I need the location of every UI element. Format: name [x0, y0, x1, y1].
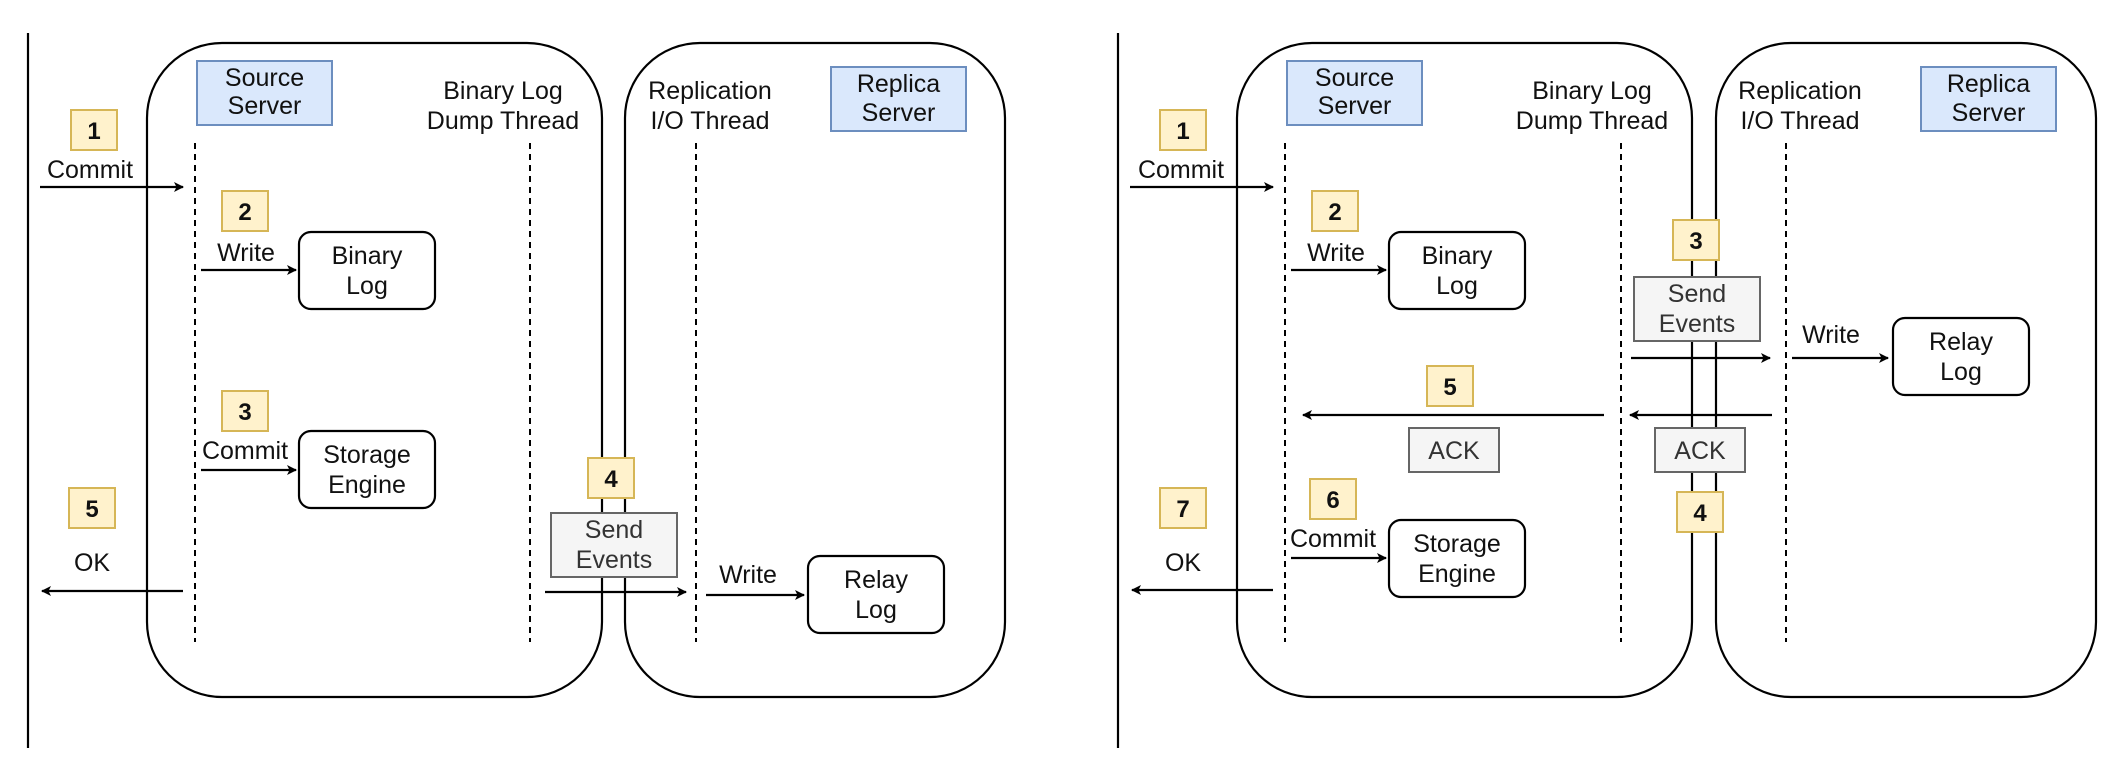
step-5-number: 5 — [1443, 374, 1456, 401]
send-events-label: Events — [1659, 310, 1735, 338]
binary-log-label: Binary — [1422, 242, 1493, 270]
step-4-number: 4 — [1693, 500, 1707, 527]
binary-log-label: Log — [1436, 272, 1478, 300]
replica-ack-label: ACK — [1674, 437, 1726, 465]
binary-log-box — [297, 230, 437, 311]
relay-log-box — [806, 554, 946, 635]
step-2-badge — [221, 190, 269, 232]
step-4-number: 4 — [604, 466, 618, 493]
commit-engine-label: Commit — [202, 437, 288, 465]
dump-thread-label: Binary Log — [1532, 77, 1652, 105]
replica-ack-box — [1654, 427, 1746, 473]
ok-label: OK — [74, 549, 110, 577]
storage-engine-label: Engine — [328, 471, 406, 499]
source-ack-label: ACK — [1428, 437, 1480, 465]
send-events-label: Send — [1668, 280, 1726, 308]
send-events-box — [550, 512, 678, 578]
send-events-box — [1633, 276, 1761, 342]
source-server-panel — [145, 41, 604, 699]
step-6-badge — [1309, 478, 1357, 520]
step-2-number: 2 — [238, 199, 251, 226]
storage-engine-box — [297, 429, 437, 510]
source-server-label: Server — [1318, 92, 1392, 120]
send-events-label: Send — [585, 516, 643, 544]
dump-thread-label: Binary Log — [443, 77, 563, 105]
replica-server-label: Server — [862, 99, 936, 127]
step-2-badge — [1311, 190, 1359, 232]
io-thread-label: Replication — [1738, 77, 1862, 105]
step-5-badge — [1426, 365, 1474, 407]
step-6-number: 6 — [1326, 487, 1339, 514]
replica-server-label-box — [1920, 66, 2057, 132]
step-5-badge — [68, 487, 116, 529]
step-1-badge — [1159, 109, 1207, 151]
step-5-number: 5 — [85, 496, 98, 523]
source-server-label: Source — [225, 64, 304, 92]
step-3-badge — [1672, 219, 1720, 261]
send-events-label: Events — [576, 546, 652, 574]
storage-engine-label: Engine — [1418, 560, 1496, 588]
storage-engine-box — [1387, 518, 1527, 599]
relay-log-box — [1891, 316, 2031, 397]
step-1-number: 1 — [87, 118, 100, 145]
write-label: Write — [1307, 239, 1365, 267]
relay-log-label: Relay — [844, 566, 908, 594]
step-7-number: 7 — [1176, 496, 1189, 523]
storage-engine-label: Storage — [323, 441, 411, 469]
source-server-label: Server — [228, 92, 302, 120]
relay-write-label: Write — [719, 561, 777, 589]
relay-write-label: Write — [1802, 321, 1860, 349]
step-1-number: 1 — [1176, 118, 1189, 145]
dump-thread-label: Dump Thread — [1516, 107, 1668, 135]
replica-server-label: Replica — [857, 70, 940, 98]
relay-log-label: Relay — [1929, 328, 1993, 356]
source-server-label-box — [196, 60, 333, 126]
step-1-badge — [70, 109, 118, 151]
binary-log-label: Log — [346, 272, 388, 300]
io-thread-label: I/O Thread — [650, 107, 769, 135]
write-label: Write — [217, 239, 275, 267]
step-2-number: 2 — [1328, 199, 1341, 226]
step-4-badge — [1676, 491, 1724, 533]
step-4-badge — [587, 457, 635, 499]
step-3-badge — [221, 390, 269, 432]
async-replication-diagram: Source Server Binary Log Dump Thread Rep… — [26, 33, 1007, 748]
dump-thread-label: Dump Thread — [427, 107, 579, 135]
step-7-badge — [1159, 487, 1207, 529]
replica-server-label: Server — [1952, 99, 2026, 127]
commit-engine-label: Commit — [1290, 525, 1376, 553]
source-server-label: Source — [1315, 64, 1394, 92]
io-thread-label: Replication — [648, 77, 772, 105]
ok-label: OK — [1165, 549, 1201, 577]
binary-log-label: Binary — [332, 242, 403, 270]
replica-server-label: Replica — [1947, 70, 2030, 98]
replica-server-label-box — [830, 66, 967, 132]
semisync-replication-diagram: Source Server Binary Log Dump Thread Rep… — [1116, 33, 2098, 748]
relay-log-label: Log — [1940, 358, 1982, 386]
commit-label: Commit — [47, 156, 133, 184]
replica-server-panel — [623, 41, 1007, 699]
relay-log-label: Log — [855, 596, 897, 624]
step-3-number: 3 — [1689, 228, 1702, 255]
source-server-label-box — [1286, 60, 1423, 126]
storage-engine-label: Storage — [1413, 530, 1501, 558]
binary-log-box — [1387, 230, 1527, 311]
step-3-number: 3 — [238, 399, 251, 426]
commit-label: Commit — [1138, 156, 1224, 184]
source-ack-box — [1408, 427, 1500, 473]
io-thread-label: I/O Thread — [1740, 107, 1859, 135]
